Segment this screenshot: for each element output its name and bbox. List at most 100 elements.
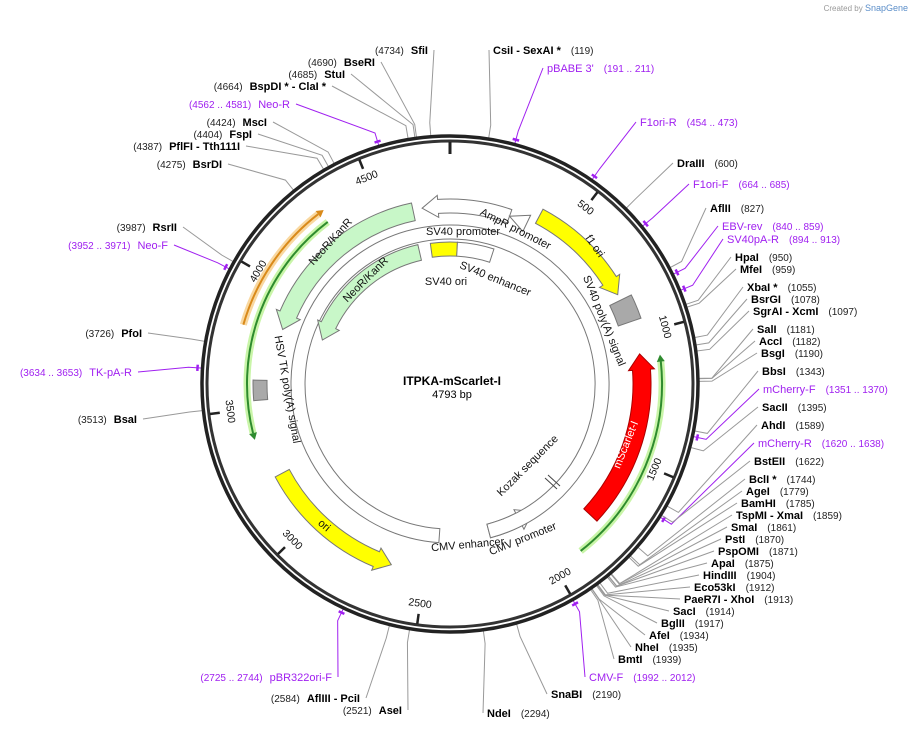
enzyme-label-bglii[interactable]: BglII(1917) xyxy=(661,618,724,630)
feature-ori[interactable] xyxy=(274,468,393,571)
tick-label: 2000 xyxy=(547,565,573,587)
primer-label-neof[interactable]: (3952 .. 3971)Neo-F xyxy=(68,240,168,252)
enzyme-label-fspi[interactable]: (4404)FspI xyxy=(193,129,252,141)
enzyme-label-sfii[interactable]: (4734)SfiI xyxy=(375,45,428,57)
primer-label-pbabe[interactable]: pBABE 3'(191 .. 211) xyxy=(547,63,654,75)
enzyme-label-afliii[interactable]: (2584)AflIII - PciI xyxy=(271,693,360,705)
orf-line[interactable] xyxy=(246,221,329,434)
enzyme-label-bsgi[interactable]: BsgI(1190) xyxy=(761,348,823,360)
feature-label-sv40-ori[interactable]: SV40 ori xyxy=(425,276,467,288)
enzyme-label-bsrdi[interactable]: (4275)BsrDI xyxy=(157,159,222,171)
orf-line[interactable] xyxy=(242,213,319,325)
primer-label-cmvf[interactable]: CMV-F(1992 .. 2012) xyxy=(589,672,696,684)
connector-line xyxy=(295,103,380,147)
primer-label-ebvrev[interactable]: EBV-rev(840 .. 859) xyxy=(722,221,824,233)
enzyme-label-saci[interactable]: SacI(1914) xyxy=(673,606,735,618)
enzyme-label-tspmi[interactable]: TspMI - XmaI(1859) xyxy=(736,510,842,522)
enzyme-label-acci[interactable]: AccI(1182) xyxy=(759,336,820,348)
feature-neor-kanr[interactable] xyxy=(275,202,416,331)
enzyme-label-psti[interactable]: PstI(1870) xyxy=(725,534,784,546)
feature-mscarlet-i[interactable] xyxy=(583,353,656,522)
enzyme-label-ndei[interactable]: NdeI(2294) xyxy=(487,708,550,720)
enzyme-label-mfei[interactable]: MfeI(959) xyxy=(740,264,795,276)
enzyme-label-hpai[interactable]: HpaI(950) xyxy=(735,252,792,264)
site-name: NheI xyxy=(635,642,659,654)
enzyme-label-bsai[interactable]: (3513)BsaI xyxy=(78,414,137,426)
primer-label-sv40par[interactable]: SV40pA-R(894 .. 913) xyxy=(727,234,840,246)
site-position: (827) xyxy=(741,204,764,215)
primer-label-pbr322orif[interactable]: (2725 .. 2744)pBR322ori-F xyxy=(200,672,332,684)
enzyme-label-snabi[interactable]: SnaBI(2190) xyxy=(551,689,621,701)
enzyme-label-draiii[interactable]: DraIII(600) xyxy=(677,158,738,170)
enzyme-label-bsrgi[interactable]: BsrGI(1078) xyxy=(751,294,820,306)
enzyme-label-pflfi[interactable]: (4387)PflFI - Tth111I xyxy=(133,141,240,153)
site-name: SV40pA-R xyxy=(727,234,779,246)
site-name: PstI xyxy=(725,534,745,546)
enzyme-label-ahdi[interactable]: AhdI(1589) xyxy=(761,420,824,432)
enzyme-label-bcli[interactable]: BclI *(1744) xyxy=(749,474,815,486)
primer-label-f1orif[interactable]: F1ori-F(664 .. 685) xyxy=(693,179,790,191)
enzyme-label-bspdi[interactable]: (4664)BspDI * - ClaI * xyxy=(214,81,327,93)
feature-sv40-ori[interactable] xyxy=(429,241,458,258)
site-position: (1620 .. 1638) xyxy=(822,439,884,450)
enzyme-label-csii[interactable]: CsiI - SexAI *(119) xyxy=(493,45,593,57)
site-name: AseI xyxy=(379,705,402,717)
enzyme-label-rsrii[interactable]: (3987)RsrII xyxy=(117,222,177,234)
enzyme-label-bseri[interactable]: (4690)BseRI xyxy=(308,57,375,69)
site-position: (1589) xyxy=(795,421,824,432)
enzyme-label-smai[interactable]: SmaI(1861) xyxy=(731,522,796,534)
connector-line xyxy=(685,268,737,308)
orf-line[interactable] xyxy=(580,361,663,552)
feature-label-sv40-enhancer[interactable]: SV40 enhancer xyxy=(458,259,533,299)
enzyme-label-msci[interactable]: (4424)MscI xyxy=(207,117,267,129)
enzyme-label-agei[interactable]: AgeI(1779) xyxy=(746,486,809,498)
feature-cmv-enhancer[interactable] xyxy=(290,224,610,544)
enzyme-label-aflii[interactable]: AflII(827) xyxy=(710,203,764,215)
feature-label-sv40-promoter[interactable]: SV40 promoter xyxy=(426,226,500,238)
enzyme-label-eco53ki[interactable]: Eco53kI(1912) xyxy=(694,582,775,594)
feature-f1-ori[interactable] xyxy=(534,208,621,296)
connector-line xyxy=(636,478,746,557)
enzyme-label-sali[interactable]: SalI(1181) xyxy=(757,324,815,336)
site-position: (119) xyxy=(571,46,594,57)
enzyme-label-bmti[interactable]: BmtI(1939) xyxy=(618,654,681,666)
site-position: (1912) xyxy=(746,583,775,594)
feature-ampr-promoter[interactable] xyxy=(421,194,513,224)
connector-line xyxy=(684,256,732,306)
enzyme-label-hindiii[interactable]: HindIII(1904) xyxy=(703,570,776,582)
enzyme-label-pfoi[interactable]: (3726)PfoI xyxy=(85,328,142,340)
orf-arrowhead xyxy=(315,210,324,218)
enzyme-label-bbsi[interactable]: BbsI(1343) xyxy=(762,366,825,378)
ampr-promoter-arrowhead xyxy=(508,214,532,233)
enzyme-label-apai[interactable]: ApaI(1875) xyxy=(711,558,774,570)
tick-mark xyxy=(564,584,572,595)
enzyme-label-stui[interactable]: (4685)StuI xyxy=(288,69,345,81)
feature-sv40-enhancer[interactable] xyxy=(456,241,495,263)
enzyme-label-bamhi[interactable]: BamHI(1785) xyxy=(741,498,815,510)
site-name: ApaI xyxy=(711,558,735,570)
feature-sv40-poly-a-signal[interactable] xyxy=(609,294,642,327)
primer-label-mcherryf[interactable]: mCherry-F(1351 .. 1370) xyxy=(763,384,888,396)
enzyme-label-xbai[interactable]: XbaI *(1055) xyxy=(747,282,816,294)
enzyme-label-paer7i[interactable]: PaeR7I - XhoI(1913) xyxy=(684,594,793,606)
enzyme-label-afei[interactable]: AfeI(1934) xyxy=(649,630,709,642)
feature-neor-kanr[interactable] xyxy=(316,244,423,341)
enzyme-label-asei[interactable]: (2521)AseI xyxy=(343,705,402,717)
enzyme-label-nhei[interactable]: NheI(1935) xyxy=(635,642,698,654)
tick-label: 2500 xyxy=(408,596,433,611)
primer-label-mcherryr[interactable]: mCherry-R(1620 .. 1638) xyxy=(758,438,884,450)
enzyme-label-sgrai[interactable]: SgrAI - XcmI(1097) xyxy=(753,306,857,318)
connector-line xyxy=(589,588,615,660)
primer-label-neor[interactable]: (4562 .. 4581)Neo-R xyxy=(189,99,290,111)
primer-label-tkpar[interactable]: (3634 .. 3653)TK-pA-R xyxy=(20,367,132,379)
connector-line xyxy=(257,133,330,168)
site-position: (3513) xyxy=(78,415,107,426)
feature-hsv-tk-poly-a-signal[interactable] xyxy=(252,379,269,402)
enzyme-label-bsteii[interactable]: BstEII(1622) xyxy=(754,456,824,468)
site-position: (1939) xyxy=(652,655,681,666)
primer-label-f1orir[interactable]: F1ori-R(454 .. 473) xyxy=(640,117,738,129)
connector-line xyxy=(227,163,295,192)
site-position: (4387) xyxy=(133,142,162,153)
enzyme-label-pspomi[interactable]: PspOMI(1871) xyxy=(718,546,798,558)
enzyme-label-sacii[interactable]: SacII(1395) xyxy=(762,402,827,414)
